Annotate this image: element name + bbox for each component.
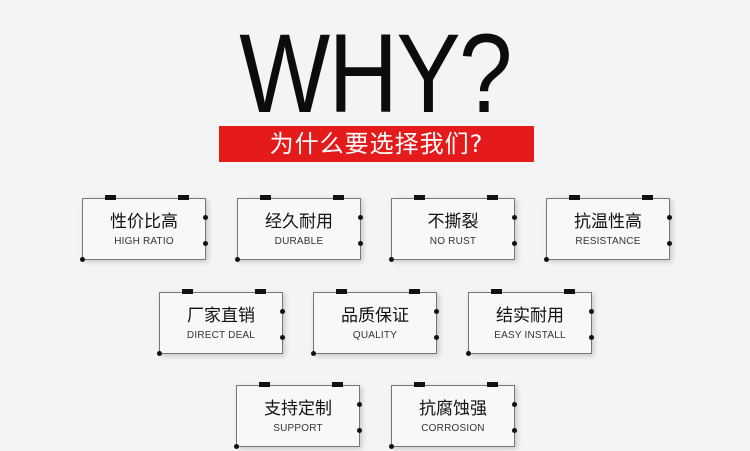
feature-subtitle: RESISTANCE [575,236,641,247]
decor-bar [487,382,498,387]
subtitle-banner: 为什么要选择我们? [219,126,534,162]
decor-dot [512,402,517,407]
feature-subtitle: EASY INSTALL [494,330,566,341]
feature-card-quality: 品质保证 QUALITY [311,289,439,356]
decor-bar [491,289,502,294]
decor-dot [434,309,439,314]
decor-dot [389,257,394,262]
decor-dot [512,428,517,433]
decor-dot [389,444,394,449]
feature-subtitle: NO RUST [429,236,477,247]
decor-bar [332,382,343,387]
decor-bar [409,289,420,294]
decor-bar [414,195,425,200]
decor-dot [358,241,363,246]
feature-subtitle: HIGH RATIO [114,236,174,247]
why-heading: WHY? [239,11,512,136]
feature-title: 厂家直销 [187,306,255,326]
decor-dot [667,241,672,246]
feature-card-resistance: 抗温性高 RESISTANCE [544,195,672,262]
feature-subtitle: CORROSION [421,423,485,434]
decor-bar [255,289,266,294]
feature-card-high-ratio: 性价比高 HIGH RATIO [80,195,208,262]
decor-bar [642,195,653,200]
decor-dot [357,402,362,407]
decor-dot [589,335,594,340]
decor-bar [414,382,425,387]
decor-dot [80,257,85,262]
feature-card-no-rust: 不撕裂 NO RUST [389,195,517,262]
feature-title: 性价比高 [110,212,178,232]
feature-card-durable: 经久耐用 DURABLE [235,195,363,262]
decor-bar [259,382,270,387]
decor-dot [512,241,517,246]
decor-dot [667,215,672,220]
decor-bar [182,289,193,294]
feature-subtitle: SUPPORT [273,423,323,434]
decor-dot [512,215,517,220]
decor-dot [544,257,549,262]
decor-dot [280,309,285,314]
feature-title: 经久耐用 [265,212,333,232]
feature-title: 支持定制 [264,399,332,419]
feature-title: 品质保证 [341,306,409,326]
feature-subtitle: QUALITY [352,330,398,341]
decor-bar [260,195,271,200]
decor-bar [105,195,116,200]
decor-dot [235,257,240,262]
decor-dot [434,335,439,340]
decor-bar [569,195,580,200]
decor-dot [466,351,471,356]
feature-card-direct-deal: 厂家直销 DIRECT DEAL [157,289,285,356]
feature-card-support: 支持定制 SUPPORT [234,382,362,449]
feature-title: 不撕裂 [427,212,479,232]
decor-bar [487,195,498,200]
feature-subtitle: DURABLE [274,236,324,247]
decor-bar [333,195,344,200]
decor-bar [564,289,575,294]
feature-subtitle: DIRECT DEAL [186,330,256,341]
feature-title: 抗温性高 [574,212,642,232]
feature-title: 结实耐用 [496,306,564,326]
decor-bar [178,195,189,200]
decor-dot [157,351,162,356]
feature-card-easy-install: 结实耐用 EASY INSTALL [466,289,594,356]
decor-dot [358,215,363,220]
decor-dot [203,241,208,246]
decor-dot [357,428,362,433]
decor-dot [234,444,239,449]
decor-dot [311,351,316,356]
decor-dot [203,215,208,220]
decor-bar [336,289,347,294]
feature-title: 抗腐蚀强 [419,399,487,419]
decor-dot [589,309,594,314]
decor-dot [280,335,285,340]
feature-card-corrosion: 抗腐蚀强 CORROSION [389,382,517,449]
